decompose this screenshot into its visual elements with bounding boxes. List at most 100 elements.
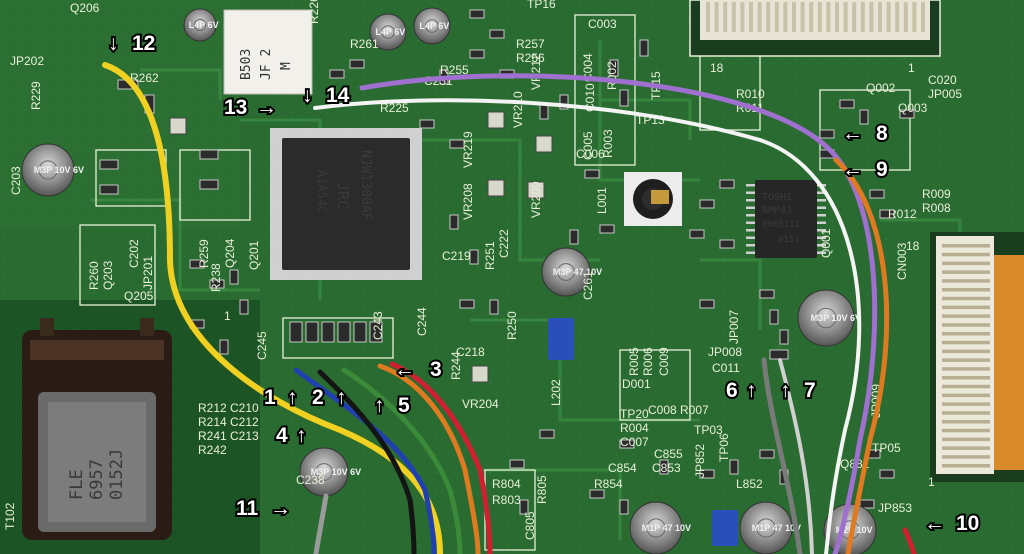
capacitor-label: L4P 6V bbox=[375, 27, 405, 37]
smd-part bbox=[569, 229, 579, 245]
small-chip-line-1: TOSHI bbox=[762, 192, 792, 203]
silk-l852: L852 bbox=[736, 477, 763, 491]
silk-c011: C011 bbox=[712, 361, 740, 375]
silk-tp20: TP20 bbox=[620, 407, 649, 421]
connector-pin bbox=[942, 252, 990, 257]
callout-6-arrow: ↑ bbox=[746, 379, 757, 402]
silk-r805: R805 bbox=[535, 475, 549, 504]
chip-line-1: NJW1300AF bbox=[358, 150, 373, 221]
smd-part bbox=[619, 439, 635, 449]
silk-c009: C009 bbox=[657, 347, 671, 376]
ic-pin bbox=[358, 128, 362, 140]
silk-tp06: TP06 bbox=[717, 433, 731, 462]
ic-pin bbox=[746, 214, 756, 217]
silk-l202: L202 bbox=[549, 379, 563, 406]
connector-pin bbox=[852, 2, 857, 32]
callout-labels: 1 ↑ 2 ↑ 3 ← 4 ↑ 5 ↑ 6 ↑ 7 ↑ 8 ← 9 ← 10 ←… bbox=[106, 30, 981, 537]
ic-pin bbox=[408, 237, 422, 241]
callout-9: 9 bbox=[876, 158, 888, 181]
capacitor-tl3: L4P 6V bbox=[413, 7, 451, 45]
silk-r214: R214 bbox=[198, 415, 227, 429]
silk-r854: R854 bbox=[594, 477, 623, 491]
connector-pin bbox=[706, 2, 710, 32]
silk-vr219: VR219 bbox=[461, 131, 475, 168]
silk-jp005: JP005 bbox=[928, 87, 962, 101]
light-gray-wire-7 bbox=[778, 358, 814, 554]
smd-part bbox=[769, 309, 779, 325]
ic-pin bbox=[288, 128, 291, 140]
silkscreen-outlines bbox=[79, 14, 911, 551]
ic-pin bbox=[270, 167, 284, 171]
ic-pin bbox=[327, 268, 330, 280]
ic-pin bbox=[816, 206, 826, 209]
ic-pin bbox=[270, 144, 284, 147]
connector-pin bbox=[942, 288, 990, 292]
connector-pin bbox=[886, 2, 891, 32]
relay-marking: B503 JF 2 M bbox=[239, 49, 294, 80]
connector-pin bbox=[826, 2, 831, 32]
smd-part bbox=[899, 109, 915, 119]
silk-q002: Q002 bbox=[866, 81, 896, 95]
silk-vr204: VR204 bbox=[462, 397, 499, 411]
silk-r260: R260 bbox=[87, 261, 101, 290]
capacitor-label: L4P 6V bbox=[419, 21, 449, 31]
ic-pin bbox=[358, 268, 362, 280]
ic-pin bbox=[389, 268, 393, 280]
smd-part bbox=[99, 159, 119, 170]
ic-pin bbox=[270, 159, 284, 163]
silk-jp853: JP853 bbox=[878, 501, 912, 515]
silk-tp16: TP16 bbox=[527, 0, 556, 11]
silk-t102: T102 bbox=[3, 502, 17, 530]
ic-pin bbox=[408, 144, 422, 147]
callout-11: 11 bbox=[236, 497, 259, 520]
callout-11-arrow: → bbox=[270, 497, 291, 520]
connector-pin bbox=[942, 384, 990, 389]
smd-part bbox=[229, 269, 239, 285]
smd-part bbox=[759, 289, 775, 299]
smd-part bbox=[699, 199, 715, 209]
silk-c213: C213 bbox=[230, 429, 259, 443]
capacitor-label: M3P 47 10V bbox=[553, 267, 602, 277]
silk-vr209: VR209 bbox=[529, 181, 543, 218]
connector-pin bbox=[903, 2, 908, 32]
ic-pin bbox=[311, 268, 315, 280]
silk-q001: Q001 bbox=[819, 228, 833, 258]
silk-r244: R244 bbox=[449, 351, 463, 380]
ic-pin bbox=[270, 151, 284, 155]
ic-pin bbox=[408, 245, 422, 249]
connector-pin bbox=[723, 2, 728, 32]
connector-pin bbox=[942, 279, 990, 283]
smd-part bbox=[519, 499, 529, 515]
capacitor-c203: M3P 10V 6V bbox=[21, 143, 84, 197]
callout-8-arrow: ← bbox=[842, 122, 863, 145]
ic-pin bbox=[405, 268, 408, 280]
connector-pin bbox=[942, 411, 990, 415]
connector-pin bbox=[783, 2, 788, 32]
ic-pin bbox=[270, 214, 284, 218]
silk-vr212: VR212 bbox=[529, 53, 543, 90]
smd-part bbox=[305, 321, 319, 343]
connector-pin bbox=[740, 2, 745, 32]
ic-pin bbox=[381, 128, 385, 140]
smd-part bbox=[719, 239, 735, 249]
ic-pin bbox=[408, 229, 422, 233]
smd-part bbox=[619, 89, 629, 107]
silk-q201: Q201 bbox=[247, 240, 261, 270]
connector-pin bbox=[942, 446, 990, 450]
silk-n18a: 18 bbox=[710, 61, 724, 75]
gray-wire-6 bbox=[761, 357, 803, 554]
silk-c805: C805 bbox=[523, 511, 537, 540]
ic-pin bbox=[816, 191, 826, 194]
smd-part bbox=[879, 209, 895, 219]
silk-d001: D001 bbox=[622, 377, 651, 391]
smd-part bbox=[469, 249, 479, 265]
ic-pin bbox=[303, 268, 307, 280]
smd-part bbox=[619, 499, 629, 515]
silk-jp201: JP201 bbox=[141, 256, 155, 290]
callout-14-arrow: ↓ bbox=[302, 84, 313, 107]
capacitor-tl2: L4P 6V bbox=[369, 13, 407, 51]
ic-pin bbox=[389, 128, 393, 140]
capacitor-tl1: L4P 6V bbox=[183, 8, 219, 42]
callout-3: 3 bbox=[430, 358, 442, 381]
chip-line-2: JRC bbox=[334, 182, 352, 209]
